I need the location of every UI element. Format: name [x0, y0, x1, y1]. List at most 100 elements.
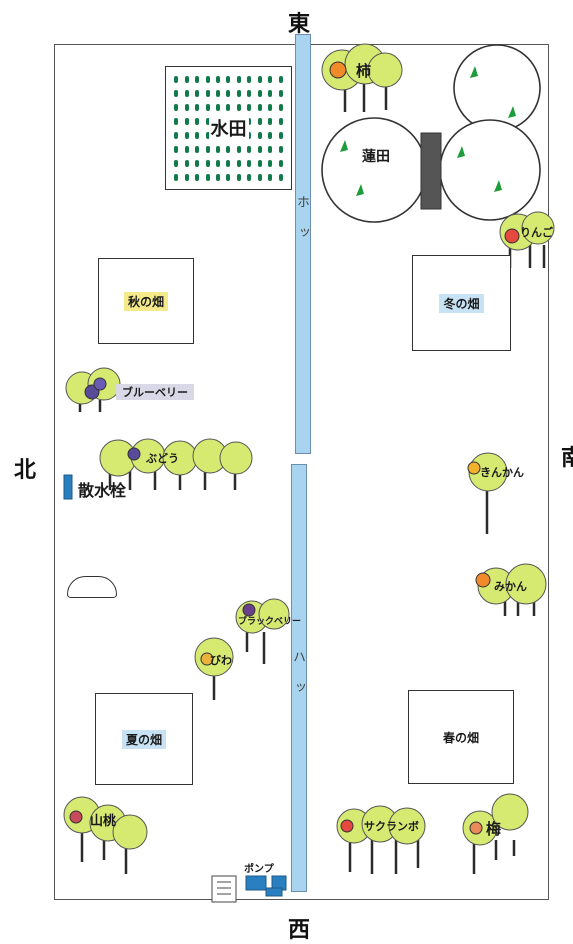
field-summer-label: 夏の畑	[121, 729, 166, 749]
paddy-plant	[268, 117, 273, 125]
label-mandarin: みかん	[494, 580, 527, 593]
paddy-plant	[216, 103, 221, 111]
paddy-plant	[226, 159, 231, 167]
paddy-plant	[257, 173, 262, 181]
paddy-plant	[216, 75, 221, 83]
paddy-plant	[226, 103, 231, 111]
paddy-plant	[184, 89, 189, 97]
paddy-plant	[257, 89, 262, 97]
paddy-plant	[268, 89, 273, 97]
field-spring-label: 春の畑	[442, 730, 479, 745]
paddy-plant	[278, 89, 283, 97]
tree-plum	[462, 793, 529, 874]
paddy-plant	[174, 173, 179, 181]
canal-lower	[291, 464, 307, 892]
paddy-plant	[247, 173, 252, 181]
paddy-plant	[184, 159, 189, 167]
tree-kumquat	[467, 452, 508, 534]
paddy-plant	[278, 103, 283, 111]
paddy-plant	[174, 159, 179, 167]
label-kumquat: きんかん	[480, 466, 524, 479]
paddy-plant	[278, 159, 283, 167]
paddy-plant	[268, 75, 273, 83]
field-spring: 春の畑	[408, 690, 514, 784]
paddy-plant	[268, 103, 273, 111]
paddy-plant	[195, 89, 200, 97]
paddy-plant	[205, 89, 210, 97]
field-summer: 夏の畑	[95, 693, 193, 785]
paddy-plant	[278, 173, 283, 181]
label-plum: 梅	[486, 820, 502, 838]
tree-blueberry	[65, 367, 121, 412]
paddy-plant	[205, 117, 210, 125]
paddy-plant	[247, 131, 252, 139]
paddy-plant	[236, 103, 241, 111]
label-water-tap: 散水栓	[78, 481, 127, 500]
field-winter-label: 冬の畑	[439, 293, 484, 313]
compass-east: 東	[288, 12, 311, 37]
paddy-plant	[257, 117, 262, 125]
label-yamamomo: 山桃	[90, 814, 117, 829]
paddy-plant	[236, 75, 241, 83]
paddy-plant	[236, 89, 241, 97]
compass-south: 南	[561, 446, 573, 471]
tree-apple	[499, 211, 555, 268]
paddy-plant	[184, 103, 189, 111]
paddy-plant	[205, 103, 210, 111]
paddy-plant	[278, 117, 283, 125]
water-tap-marker	[63, 474, 73, 500]
paddy-plant	[257, 103, 262, 111]
arched-shed	[67, 576, 117, 598]
paddy-plant	[195, 103, 200, 111]
lotus-plants	[340, 66, 516, 196]
paddy-plant	[268, 131, 273, 139]
label-blueberry: ブルーベリー	[116, 384, 194, 400]
lotus-field	[321, 44, 541, 223]
paddy-plant	[257, 145, 262, 153]
label-persimmon: 柿	[356, 62, 372, 80]
paddy-plant	[247, 75, 252, 83]
label-apple: りんご	[520, 226, 553, 239]
paddy-plant	[268, 173, 273, 181]
rice-paddy: 水田	[165, 66, 292, 190]
label-pump: ポンプ	[244, 864, 274, 875]
paddy-plant	[216, 173, 221, 181]
label-blackberry: ブラックベリー	[238, 617, 302, 627]
paddy-plant	[184, 131, 189, 139]
paddy-plant	[195, 75, 200, 83]
paddy-plant	[174, 145, 179, 153]
field-winter: 冬の畑	[412, 255, 511, 351]
paddy-plant	[195, 159, 200, 167]
label-cherry: サクランボ	[364, 820, 419, 833]
paddy-plant	[184, 117, 189, 125]
paddy-plant	[247, 117, 252, 125]
rice-paddy-label: 水田	[208, 115, 249, 141]
paddy-plant	[195, 173, 200, 181]
paddy-plant	[174, 131, 179, 139]
canal-label-lower: ハッ	[290, 650, 305, 712]
paddy-plant	[278, 75, 283, 83]
paddy-plant	[226, 173, 231, 181]
paddy-plant	[205, 173, 210, 181]
paddy-plant	[216, 145, 221, 153]
label-grape: ぶどう	[146, 452, 179, 465]
tree-persimmon	[321, 43, 403, 112]
paddy-plant	[184, 75, 189, 83]
paddy-plant	[205, 131, 210, 139]
paddy-plant	[195, 131, 200, 139]
paddy-plant	[268, 145, 273, 153]
paddy-plant	[174, 89, 179, 97]
paddy-plant	[184, 145, 189, 153]
paddy-plant	[257, 159, 262, 167]
paddy-plant	[236, 173, 241, 181]
tree-loquat	[194, 637, 234, 700]
field-autumn-label: 秋の畑	[123, 291, 168, 311]
paddy-plant	[205, 75, 210, 83]
paddy-plants	[172, 73, 285, 183]
paddy-plant	[184, 173, 189, 181]
paddy-plant	[278, 145, 283, 153]
paddy-plant	[216, 159, 221, 167]
canal-label-upper: ホッ	[294, 195, 309, 257]
paddy-plant	[195, 117, 200, 125]
